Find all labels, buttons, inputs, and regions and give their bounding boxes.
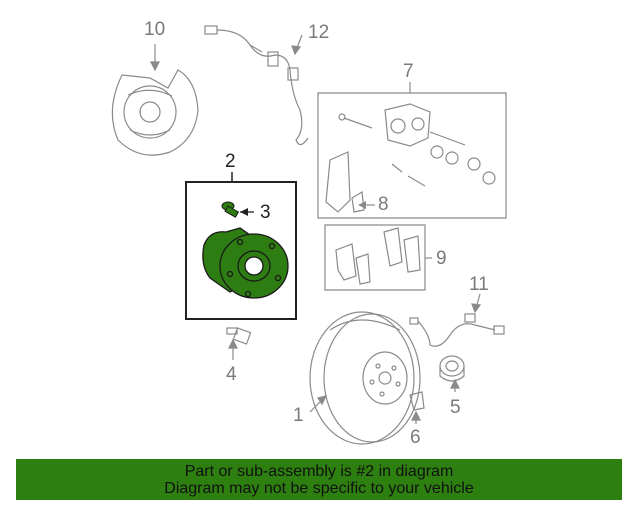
caliper-kit-box-part-7[interactable] <box>317 82 507 219</box>
sensor-wire-part-11[interactable] <box>409 293 505 347</box>
callout-11: 11 <box>469 274 489 295</box>
arrow-8-icon <box>358 201 366 209</box>
callout-7: 7 <box>403 61 414 82</box>
callout-1: 1 <box>293 405 304 426</box>
callout-5: 5 <box>450 397 461 418</box>
callout-10: 10 <box>144 19 166 40</box>
brake-pads-box-part-9[interactable] <box>324 224 432 291</box>
callout-4: 4 <box>226 364 237 385</box>
callout-12: 12 <box>308 22 330 43</box>
callout-3: 3 <box>260 202 271 223</box>
callout-6: 6 <box>410 427 421 448</box>
info-banner: Part or sub-assembly is #2 in diagram Di… <box>16 459 622 500</box>
banner-line-2: Diagram may not be specific to your vehi… <box>164 479 474 497</box>
callout-8: 8 <box>378 194 389 215</box>
clip-part-6[interactable] <box>409 391 425 424</box>
sensor-wire-part-12[interactable] <box>204 25 309 146</box>
nut-part-5[interactable] <box>439 355 465 392</box>
backing-plate-part-10[interactable] <box>111 44 199 156</box>
hub-bearing-box-part-2[interactable] <box>185 172 297 320</box>
brake-rotor-part-1[interactable] <box>309 311 421 445</box>
info-banner-background <box>16 459 622 500</box>
callout-9: 9 <box>436 248 447 269</box>
bolt-part-4[interactable] <box>226 327 252 360</box>
banner-line-1: Part or sub-assembly is #2 in diagram <box>184 462 454 480</box>
callout-2: 2 <box>225 151 236 172</box>
